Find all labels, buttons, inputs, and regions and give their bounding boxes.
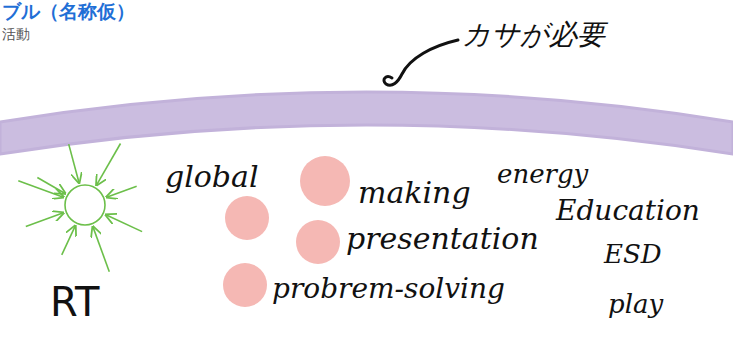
keyword: global <box>165 160 259 193</box>
burst-arrow <box>106 215 142 232</box>
keyword: play <box>608 290 663 319</box>
subheading: 活動 <box>2 27 30 42</box>
umbrella-band <box>0 92 733 154</box>
pink-dot <box>225 196 269 240</box>
page-heading: ブル（名称仮） <box>2 1 135 22</box>
keyword: presentation <box>346 222 539 255</box>
keyword: Education <box>556 196 700 227</box>
burst-arrow <box>18 181 63 197</box>
keyword: ESD <box>604 240 662 269</box>
callout-note: カサが必要 <box>462 20 605 51</box>
pink-dot <box>300 156 350 206</box>
burst-arrow <box>62 226 76 255</box>
burst-arrow <box>93 227 109 272</box>
keyword: making <box>358 176 471 209</box>
burst-arrow <box>97 144 121 186</box>
burst-arrow <box>69 144 79 183</box>
burst-arrow <box>107 186 137 197</box>
marker-label: RT <box>50 280 99 324</box>
keyword: energy <box>497 160 588 189</box>
callout-line <box>384 40 458 85</box>
burst-arrow <box>37 178 65 194</box>
pink-dot <box>223 263 267 307</box>
starburst <box>18 144 142 272</box>
burst-arrow <box>26 213 64 227</box>
keyword: probrem-solving <box>272 274 505 305</box>
pink-dot <box>296 220 340 264</box>
